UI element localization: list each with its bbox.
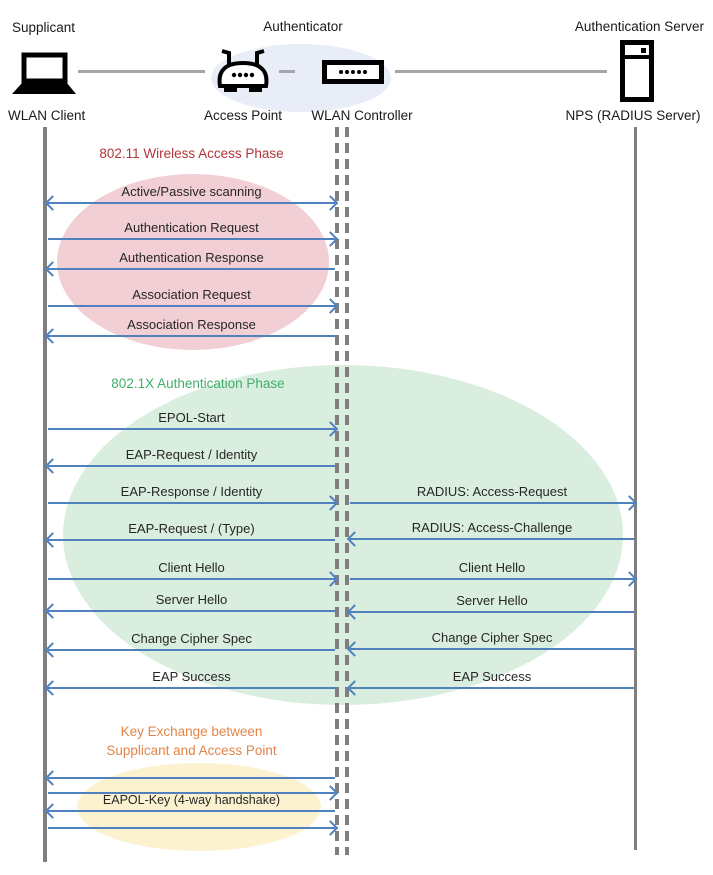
phase-title-key-exchange-line1: Key Exchange between — [120, 724, 263, 739]
message-arrow-left — [44, 680, 335, 696]
access-point-icon — [215, 48, 271, 101]
message-arrow-right — [48, 421, 339, 437]
message-arrow-left — [44, 642, 335, 658]
message-label: Association Request — [132, 287, 251, 302]
message-association-response: Association Response — [44, 316, 335, 344]
message-label: Client Hello — [158, 560, 225, 575]
message-label: EAP-Request / (Type) — [128, 521, 255, 536]
message-eap-success-right: EAP Success — [346, 668, 634, 696]
message-label: Authentication Request — [124, 220, 259, 235]
message-label: Server Hello — [155, 592, 228, 607]
message-arrow-left — [346, 531, 634, 547]
lifeline-wlan-client — [43, 127, 47, 862]
message-eap-request-identity: EAP-Request / Identity — [44, 446, 335, 474]
role-authentication-server: Authentication Server — [574, 19, 704, 34]
message-label: EPOL-Start — [158, 410, 225, 425]
role-supplicant: Supplicant — [12, 20, 76, 35]
message-eap-request-type: EAP-Request / (Type) — [44, 520, 335, 548]
message-authentication-request: Authentication Request — [48, 219, 339, 247]
lifeline-wlan-controller-a — [335, 127, 339, 855]
message-label: EAP Success — [152, 669, 231, 684]
message-eapol-key-1 — [44, 770, 335, 786]
phase-title-802-11: 802.11 Wireless Access Phase — [99, 146, 284, 161]
message-label: EAP-Request / Identity — [125, 447, 258, 462]
message-authentication-response: Authentication Response — [44, 249, 335, 277]
message-arrow-left — [44, 532, 335, 548]
message-label: EAP-Response / Identity — [120, 484, 263, 499]
message-arrow-right — [48, 298, 339, 314]
message-arrow-left — [44, 458, 335, 474]
message-radius-access-challenge: RADIUS: Access-Challenge — [346, 519, 634, 547]
message-eapol-key-3: EAPOL-Key (4-way handshake) — [44, 793, 335, 819]
device-wlan-client: WLAN Client — [8, 108, 86, 123]
message-arrow-left — [44, 770, 335, 786]
message-arrow-right — [48, 785, 339, 801]
message-label: EAPOL-Key (4-way handshake) — [102, 793, 281, 807]
message-label: Change Cipher Spec — [431, 630, 553, 645]
message-server-hello-right: Server Hello — [346, 592, 634, 620]
message-arrow-left — [346, 641, 634, 657]
message-association-request: Association Request — [48, 286, 339, 314]
lifeline-wlan-controller-b — [345, 127, 349, 855]
message-server-hello-left: Server Hello — [44, 591, 335, 619]
phase-title-802-1x: 802.1X Authentication Phase — [111, 376, 285, 391]
message-change-cipher-spec-left: Change Cipher Spec — [44, 630, 335, 658]
message-arrow-left — [44, 261, 335, 277]
message-eapol-key-4 — [48, 820, 339, 836]
message-arrow-left — [44, 803, 335, 819]
role-authenticator: Authenticator — [263, 19, 343, 34]
device-nps-radius-server: NPS (RADIUS Server) — [565, 108, 701, 123]
lifeline-nps-server — [634, 127, 637, 850]
link-client-ap — [78, 70, 205, 73]
link-controller-server — [395, 70, 607, 73]
message-change-cipher-spec-right: Change Cipher Spec — [346, 629, 634, 657]
message-arrow-both — [44, 195, 339, 211]
message-eap-response-identity: EAP-Response / Identity — [48, 483, 339, 511]
laptop-icon — [12, 52, 76, 101]
device-access-point: Access Point — [203, 108, 283, 123]
message-label: Server Hello — [456, 593, 528, 608]
message-label: RADIUS: Access-Request — [416, 484, 568, 499]
link-ap-controller — [279, 70, 295, 73]
message-label: Association Response — [127, 317, 256, 332]
message-eap-success-left: EAP Success — [44, 668, 335, 696]
message-client-hello-left: Client Hello — [48, 559, 339, 587]
arrowhead-left — [44, 770, 61, 786]
message-arrow-left — [346, 604, 634, 620]
message-arrow-left — [346, 680, 634, 696]
message-client-hello-right: Client Hello — [350, 559, 638, 587]
message-arrow-right — [48, 231, 339, 247]
phase-title-key-exchange: Key Exchange between Supplicant and Acce… — [48, 722, 335, 760]
message-label: EAP Success — [452, 669, 532, 684]
device-wlan-controller: WLAN Controller — [311, 108, 413, 123]
message-active-passive-scanning: Active/Passive scanning — [44, 183, 339, 211]
server-icon — [620, 40, 654, 107]
message-arrow-right — [48, 571, 339, 587]
phase-title-key-exchange-line2: Supplicant and Access Point — [106, 743, 277, 758]
message-arrow-right — [48, 495, 339, 511]
message-label: Authentication Response — [119, 250, 264, 265]
message-arrow-left — [44, 603, 335, 619]
message-epol-start: EPOL-Start — [48, 409, 339, 437]
message-eapol-key-2 — [48, 785, 339, 801]
message-arrow-right — [350, 571, 638, 587]
message-arrow-right — [48, 820, 339, 836]
message-label: Active/Passive scanning — [121, 184, 262, 199]
message-arrow-right — [350, 495, 638, 511]
message-label: Change Cipher Spec — [131, 631, 252, 646]
message-arrow-left — [44, 328, 335, 344]
wlan-controller-icon — [322, 60, 384, 89]
message-label: RADIUS: Access-Challenge — [411, 520, 573, 535]
message-label: Client Hello — [458, 560, 526, 575]
message-radius-access-request: RADIUS: Access-Request — [350, 483, 638, 511]
